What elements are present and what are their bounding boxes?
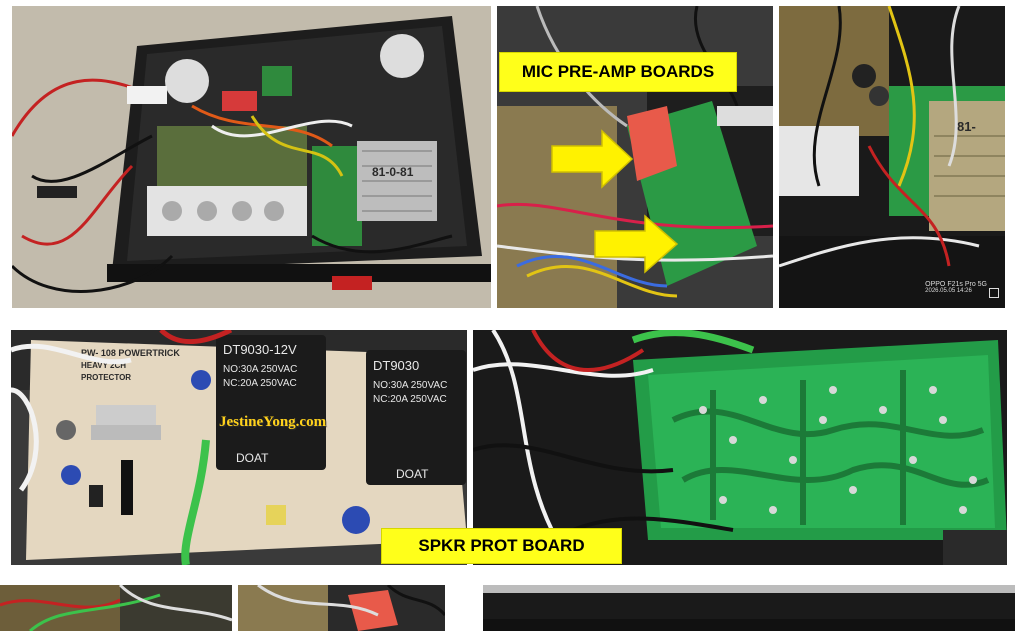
camera-model: OPPO F21s Pro 5G bbox=[925, 281, 987, 288]
board-silk-2: HEAVY 2CH bbox=[81, 361, 126, 370]
photo-speaker-protector: DT9030-12V NO:30A 250VAC NC:20A 250VAC D… bbox=[11, 330, 467, 565]
photo-pcb-underside bbox=[473, 330, 1007, 565]
camera-watermark: OPPO F21s Pro 5G 2026.05.05 14:26 bbox=[925, 281, 987, 294]
relay2-model: DT9030 bbox=[373, 358, 419, 373]
board-silk-3: PROTECTOR bbox=[81, 373, 131, 382]
camera-timestamp: 2026.05.05 14:26 bbox=[925, 288, 972, 294]
photo-bottom-left bbox=[0, 585, 232, 631]
spkr-prot-label: SPKR PROT BOARD bbox=[381, 528, 622, 564]
photo-chassis-detail: 81- OPPO F21s Pro 5G 2026.05.05 14:26 bbox=[779, 6, 1005, 308]
board-silk-1: PW- 108 POWERTRICK bbox=[81, 348, 180, 358]
relay1-model: DT9030-12V bbox=[223, 342, 297, 357]
mic-preamp-label: MIC PRE-AMP BOARDS bbox=[499, 52, 737, 92]
heatsink-marking: 81-0-81 bbox=[372, 165, 414, 179]
heatsink-marking-partial: 81- bbox=[957, 119, 976, 134]
photo-bottom-middle bbox=[238, 585, 445, 631]
watermark: JestineYong.com bbox=[219, 414, 327, 430]
relay1-no: NO:30A 250VAC bbox=[223, 364, 297, 375]
expand-icon bbox=[989, 288, 999, 298]
photo-amplifier-chassis: 81-0-81 bbox=[12, 6, 491, 308]
relay2-brand: DOAT bbox=[396, 467, 429, 481]
relay2-nc: NC:20A 250VAC bbox=[373, 394, 447, 405]
relay2-no: NO:30A 250VAC bbox=[373, 380, 447, 391]
relay1-nc: NC:20A 250VAC bbox=[223, 378, 297, 389]
relay1-brand: DOAT bbox=[236, 451, 269, 465]
photo-bottom-right bbox=[483, 585, 1015, 631]
